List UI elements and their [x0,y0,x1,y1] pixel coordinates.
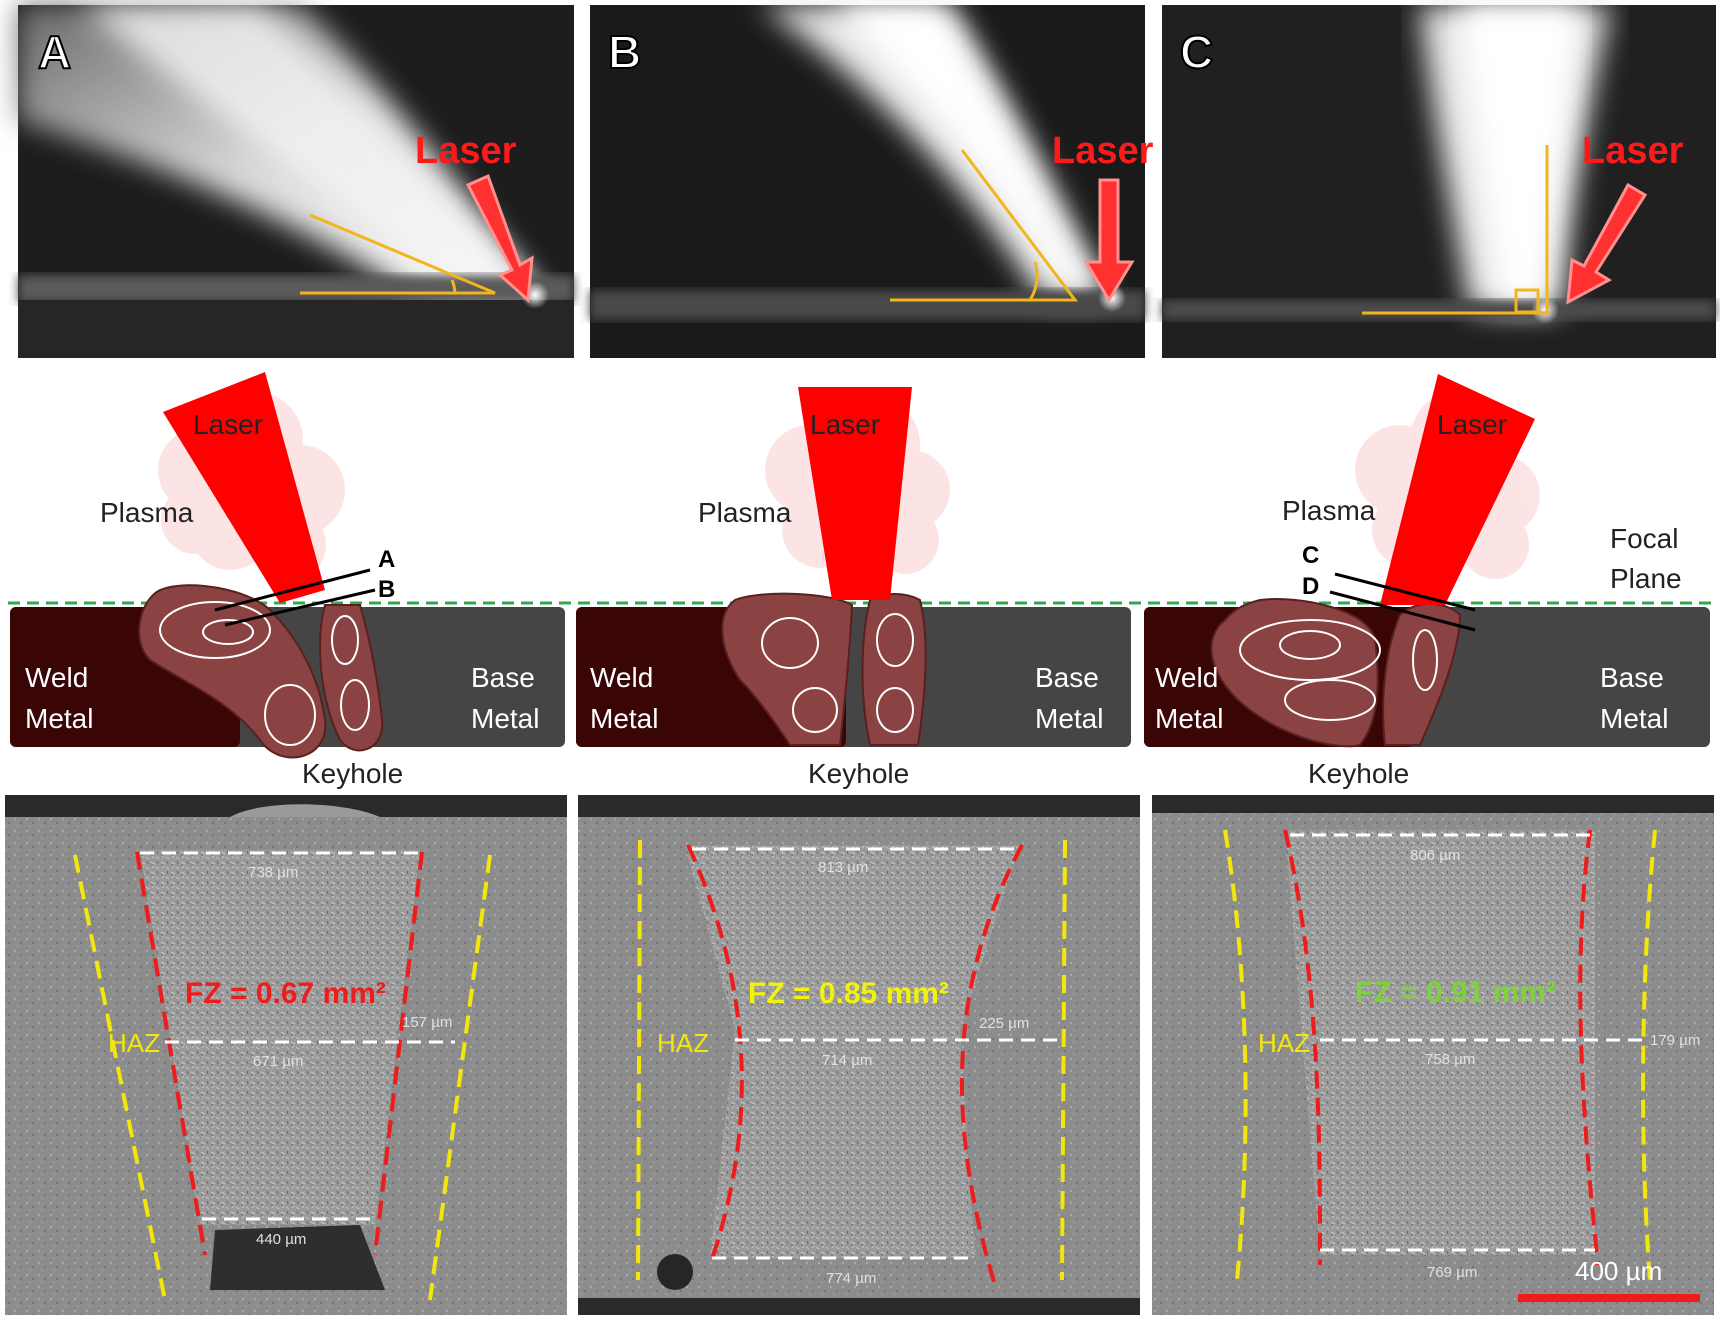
weld-metal-label: Weld [590,662,653,693]
focal-plane-label: Plane [1610,563,1682,594]
haz-label: HAZ [108,1028,160,1058]
cross-section-c [1152,795,1714,1315]
weld-metal-label: Metal [25,703,93,734]
laser-beam [1380,374,1535,605]
haz-label: HAZ [657,1028,709,1058]
laser-beam [798,387,912,600]
cross-section-b [578,795,1140,1315]
base-metal-label: Base [471,662,535,693]
top-panel-c [1162,5,1716,358]
haz-width-label: 225 µm [979,1015,1029,1032]
top-panel-a [18,5,574,358]
laser-label-c: Laser [1582,130,1684,172]
cross-section-a [5,795,567,1315]
weld-metal-label: Metal [590,703,658,734]
plasma-label: Plasma [1282,495,1376,526]
width-label: 774 µm [826,1270,876,1287]
laser-label-a: Laser [415,130,517,172]
plasma-label: Plasma [698,497,792,528]
width-label: 769 µm [1427,1264,1477,1281]
weld-metal-label: Weld [1155,662,1218,693]
schematic-b [576,387,1131,747]
line-label-b: B [378,576,395,603]
keyhole-label: Keyhole [1308,758,1409,789]
weld-metal-label: Metal [1155,703,1223,734]
laser-arrow-icon [1083,178,1135,303]
plasma-label: Plasma [100,497,194,528]
width-label: 813 µm [818,859,868,876]
line-label-c: C [1302,542,1319,569]
base-metal-label: Base [1600,662,1664,693]
scale-bar-label: 400 µm [1575,1256,1662,1286]
weld-metal-label: Weld [25,662,88,693]
top-panel-b [590,5,1145,358]
fz-area-label: FZ = 0.85 mm² [748,977,949,1010]
laser-beam [163,372,325,603]
haz-label: HAZ [1258,1028,1310,1058]
width-label: 738 µm [248,864,298,881]
width-label: 758 µm [1425,1051,1475,1068]
line-label-d: D [1302,573,1319,600]
focal-plane-label: Focal [1610,523,1678,554]
line-label-a: A [378,546,395,573]
schematic-laser-label: Laser [810,409,880,440]
keyhole-label: Keyhole [808,758,909,789]
panel-letter-c: C [1180,26,1213,78]
base-metal-label: Base [1035,662,1099,693]
laser-label-b: Laser [1052,130,1154,172]
base-metal-label: Metal [1600,703,1668,734]
schematic-a [10,372,565,759]
fz-area-label: FZ = 0.91 mm² [1355,976,1556,1009]
haz-width-label: 179 µm [1650,1032,1700,1049]
width-label: 440 µm [256,1231,306,1248]
fz-area-label: FZ = 0.67 mm² [185,977,386,1010]
laser-arrow-icon [1566,182,1648,305]
panel-letter-a: A [38,26,71,78]
schematic-c [1144,374,1710,748]
width-label: 671 µm [253,1053,303,1070]
keyhole-label: Keyhole [302,758,403,789]
laser-arrow-icon [465,173,534,304]
base-metal-label: Metal [471,703,539,734]
base-metal-label: Metal [1035,703,1103,734]
haz-width-label: 157 µm [402,1014,452,1031]
panel-letter-b: B [608,26,641,78]
width-label: 714 µm [822,1052,872,1069]
schematic-laser-label: Laser [1437,409,1507,440]
width-label: 806 µm [1410,847,1460,864]
schematic-laser-label: Laser [193,409,263,440]
